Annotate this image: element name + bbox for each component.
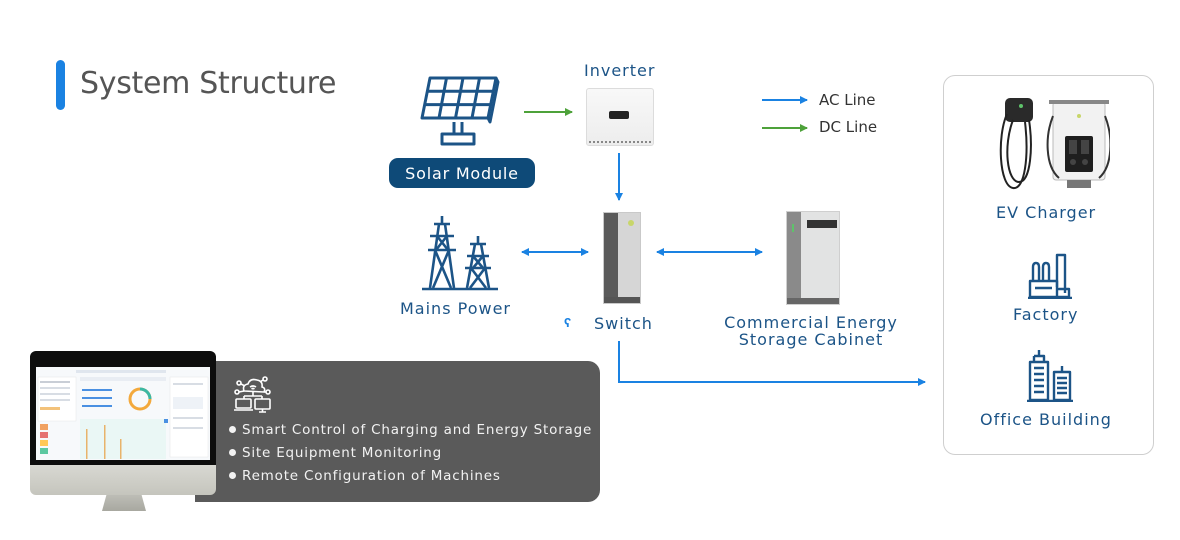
solar-panel-icon <box>420 76 500 146</box>
office-building-icon <box>1027 350 1073 402</box>
switch-cabinet-door <box>604 213 618 303</box>
monitor-chin <box>30 465 216 495</box>
factory-label: Factory <box>1013 305 1079 324</box>
feature-item: Smart Control of Charging and Energy Sto… <box>229 418 592 441</box>
bullet-icon <box>229 426 236 433</box>
feature-item: Remote Configuration of Machines <box>229 464 592 487</box>
switch-cabinet-base <box>604 297 640 303</box>
monitor-bezel <box>30 351 216 465</box>
bullet-icon <box>229 449 236 456</box>
inverter-device <box>586 88 654 146</box>
page-title: System Structure <box>80 66 337 101</box>
inverter-display <box>609 111 629 119</box>
ev-charger-icon <box>999 98 1110 189</box>
ev-charger-label: EV Charger <box>996 203 1097 222</box>
arrow-switch-to-loads <box>618 341 926 386</box>
switch-cabinet <box>603 212 641 304</box>
feature-item: Site Equipment Monitoring <box>229 441 592 464</box>
monitor-stand <box>102 495 146 511</box>
inverter-label: Inverter <box>584 61 656 80</box>
feature-list: Smart Control of Charging and Energy Sto… <box>229 418 592 487</box>
storage-cabinet-vent <box>807 220 837 228</box>
inverter-ports <box>589 141 651 147</box>
storage-cabinet <box>786 211 840 305</box>
switch-label: Switch <box>594 314 653 333</box>
cloud-network-icon <box>234 376 271 413</box>
dashboard-screenshot <box>36 367 210 460</box>
title-accent-bar <box>56 60 65 110</box>
storage-cabinet-side <box>787 212 801 304</box>
solar-module-label: Solar Module <box>389 158 535 188</box>
legend-ac-label: AC Line <box>819 91 876 109</box>
switch-cabinet-logo <box>628 220 634 226</box>
storage-cabinet-base <box>787 298 839 304</box>
legend-dc-label: DC Line <box>819 118 878 136</box>
monitor-screen <box>36 367 210 460</box>
monitor-image <box>30 351 216 511</box>
storage-cabinet-led <box>792 224 794 232</box>
factory-icon <box>1028 253 1072 299</box>
bullet-icon <box>229 472 236 479</box>
transmission-tower-icon <box>422 216 498 291</box>
signal-icon: ʕ <box>564 315 572 330</box>
mains-power-label: Mains Power <box>400 299 511 318</box>
office-building-label: Office Building <box>980 410 1112 429</box>
